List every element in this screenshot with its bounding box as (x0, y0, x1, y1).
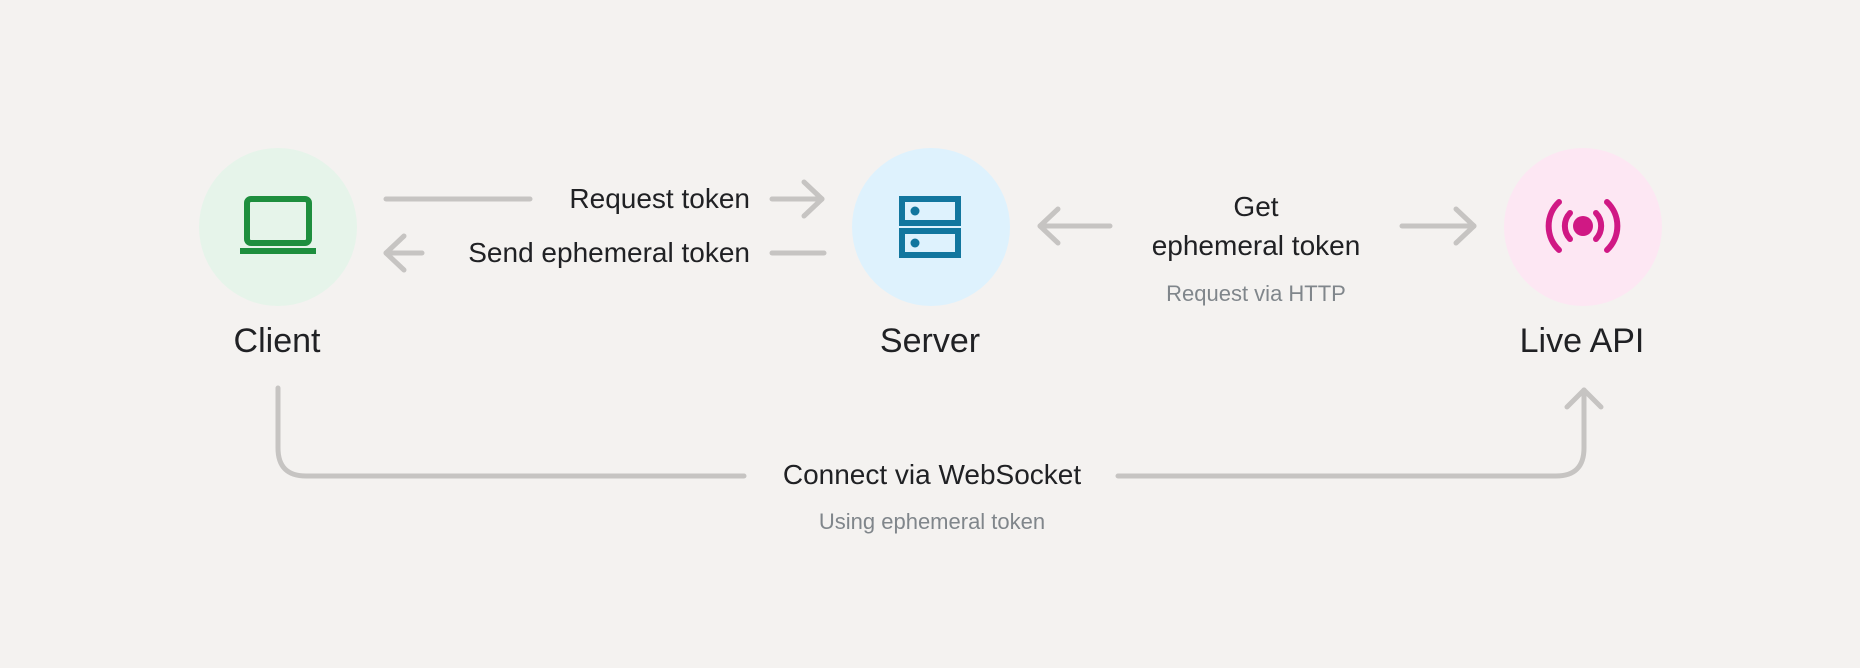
live-api-label: Live API (1519, 322, 1645, 360)
send-ephemeral-token-label: Send ephemeral token (468, 237, 750, 268)
server-icon (899, 196, 961, 258)
websocket-label: Connect via WebSocket (782, 459, 1082, 490)
get-token-arrow-left (1037, 206, 1113, 246)
client-label: Client (233, 322, 321, 360)
request-token-label: Request token (569, 183, 750, 214)
broadcast-icon (1545, 199, 1621, 253)
websocket-path-left (275, 385, 747, 479)
websocket-sublabel: Using ephemeral token (818, 509, 1046, 534)
send-token-arrow (383, 233, 425, 273)
server-node (852, 148, 1010, 306)
get-token-arrow-right (1399, 206, 1477, 246)
websocket-arrowhead (1564, 387, 1604, 410)
request-token-arrow (769, 179, 825, 219)
websocket-path-right (1115, 387, 1587, 479)
laptop-icon (240, 196, 316, 254)
get-token-sublabel: Request via HTTP (1166, 281, 1346, 306)
client-node (199, 148, 357, 306)
server-label: Server (879, 322, 981, 360)
get-token-label-line1: Get (1233, 191, 1279, 222)
get-token-label-line2: ephemeral token (1151, 230, 1361, 261)
